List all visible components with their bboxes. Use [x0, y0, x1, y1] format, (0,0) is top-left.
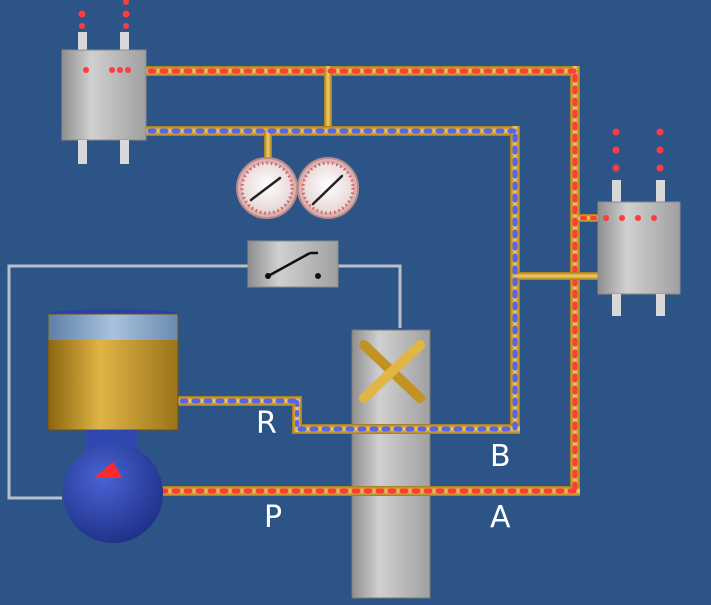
valve-cross-icon — [359, 340, 425, 403]
port-label-a: A — [490, 500, 511, 535]
pressure-gauge-left — [236, 157, 298, 219]
cylinder-right — [597, 128, 681, 316]
port-label-p: P — [264, 500, 283, 535]
port-label-b: B — [490, 439, 511, 474]
pump-triangle-icon — [94, 462, 122, 478]
switch-signal-wire — [7, 264, 402, 500]
pressure-gauge-right — [297, 157, 359, 219]
pressure-line — [140, 66, 604, 496]
cylinder-left — [61, 0, 147, 164]
pump — [63, 443, 163, 543]
exhaust-dots — [78, 0, 131, 73]
return-line — [140, 126, 606, 434]
pressure-switch — [247, 240, 339, 288]
oil-tank — [46, 309, 180, 450]
port-label-r: R — [256, 406, 277, 441]
